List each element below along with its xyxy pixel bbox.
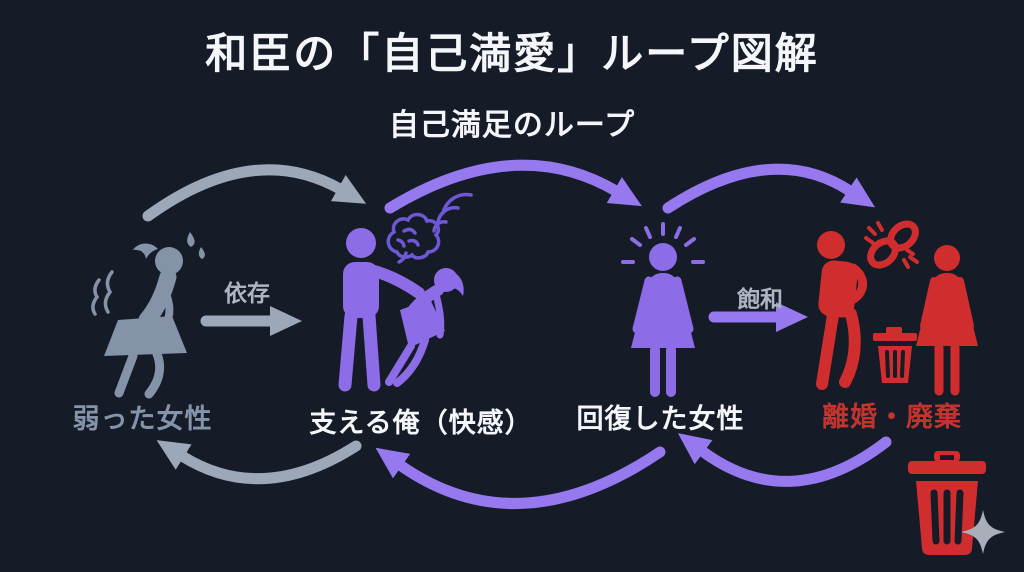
- stage-label-divorce-discard: 離婚・廃棄: [822, 402, 962, 432]
- radiance-icon: [621, 222, 705, 264]
- page-title: 和臣の「自己満愛」ループ図解: [205, 30, 819, 77]
- sparkle-icon: [961, 510, 1005, 554]
- weakened-woman-figure: [91, 232, 205, 399]
- big-trash-icon: [908, 451, 986, 555]
- saturation-arrow-label: 飽和: [737, 286, 783, 312]
- stage-label-supporting-me: 支える俺（快感）: [309, 408, 533, 438]
- stage-label-weakened-woman: 弱った女性: [72, 404, 213, 434]
- recovered-woman-figure: [621, 222, 705, 397]
- broken-chain-icon: [864, 220, 919, 269]
- top-arc-support-to-recovery: [384, 159, 642, 214]
- stage-label-recovered-woman: 回復した女性: [576, 404, 745, 434]
- supporting-man-figure: [338, 228, 464, 392]
- dependence-arrow-label: 依存: [224, 280, 270, 306]
- loop-subtitle: 自己満足のループ: [388, 109, 636, 142]
- top-arc-recovery-to-divorce: [662, 163, 876, 214]
- tremble-lines-icon: [91, 270, 114, 316]
- sweat-drops-icon: [187, 232, 205, 259]
- top-arc-dependence: [142, 164, 367, 222]
- divorced-woman-figure: [916, 245, 978, 396]
- small-trash-icon: [873, 327, 917, 383]
- bottom-arc-to-weakened: [156, 440, 362, 485]
- divorced-man-figure: [816, 231, 868, 390]
- bottom-arc-to-recovered: [677, 433, 892, 487]
- brain-signal-icon: [386, 192, 473, 264]
- bottom-arc-to-support: [375, 446, 666, 509]
